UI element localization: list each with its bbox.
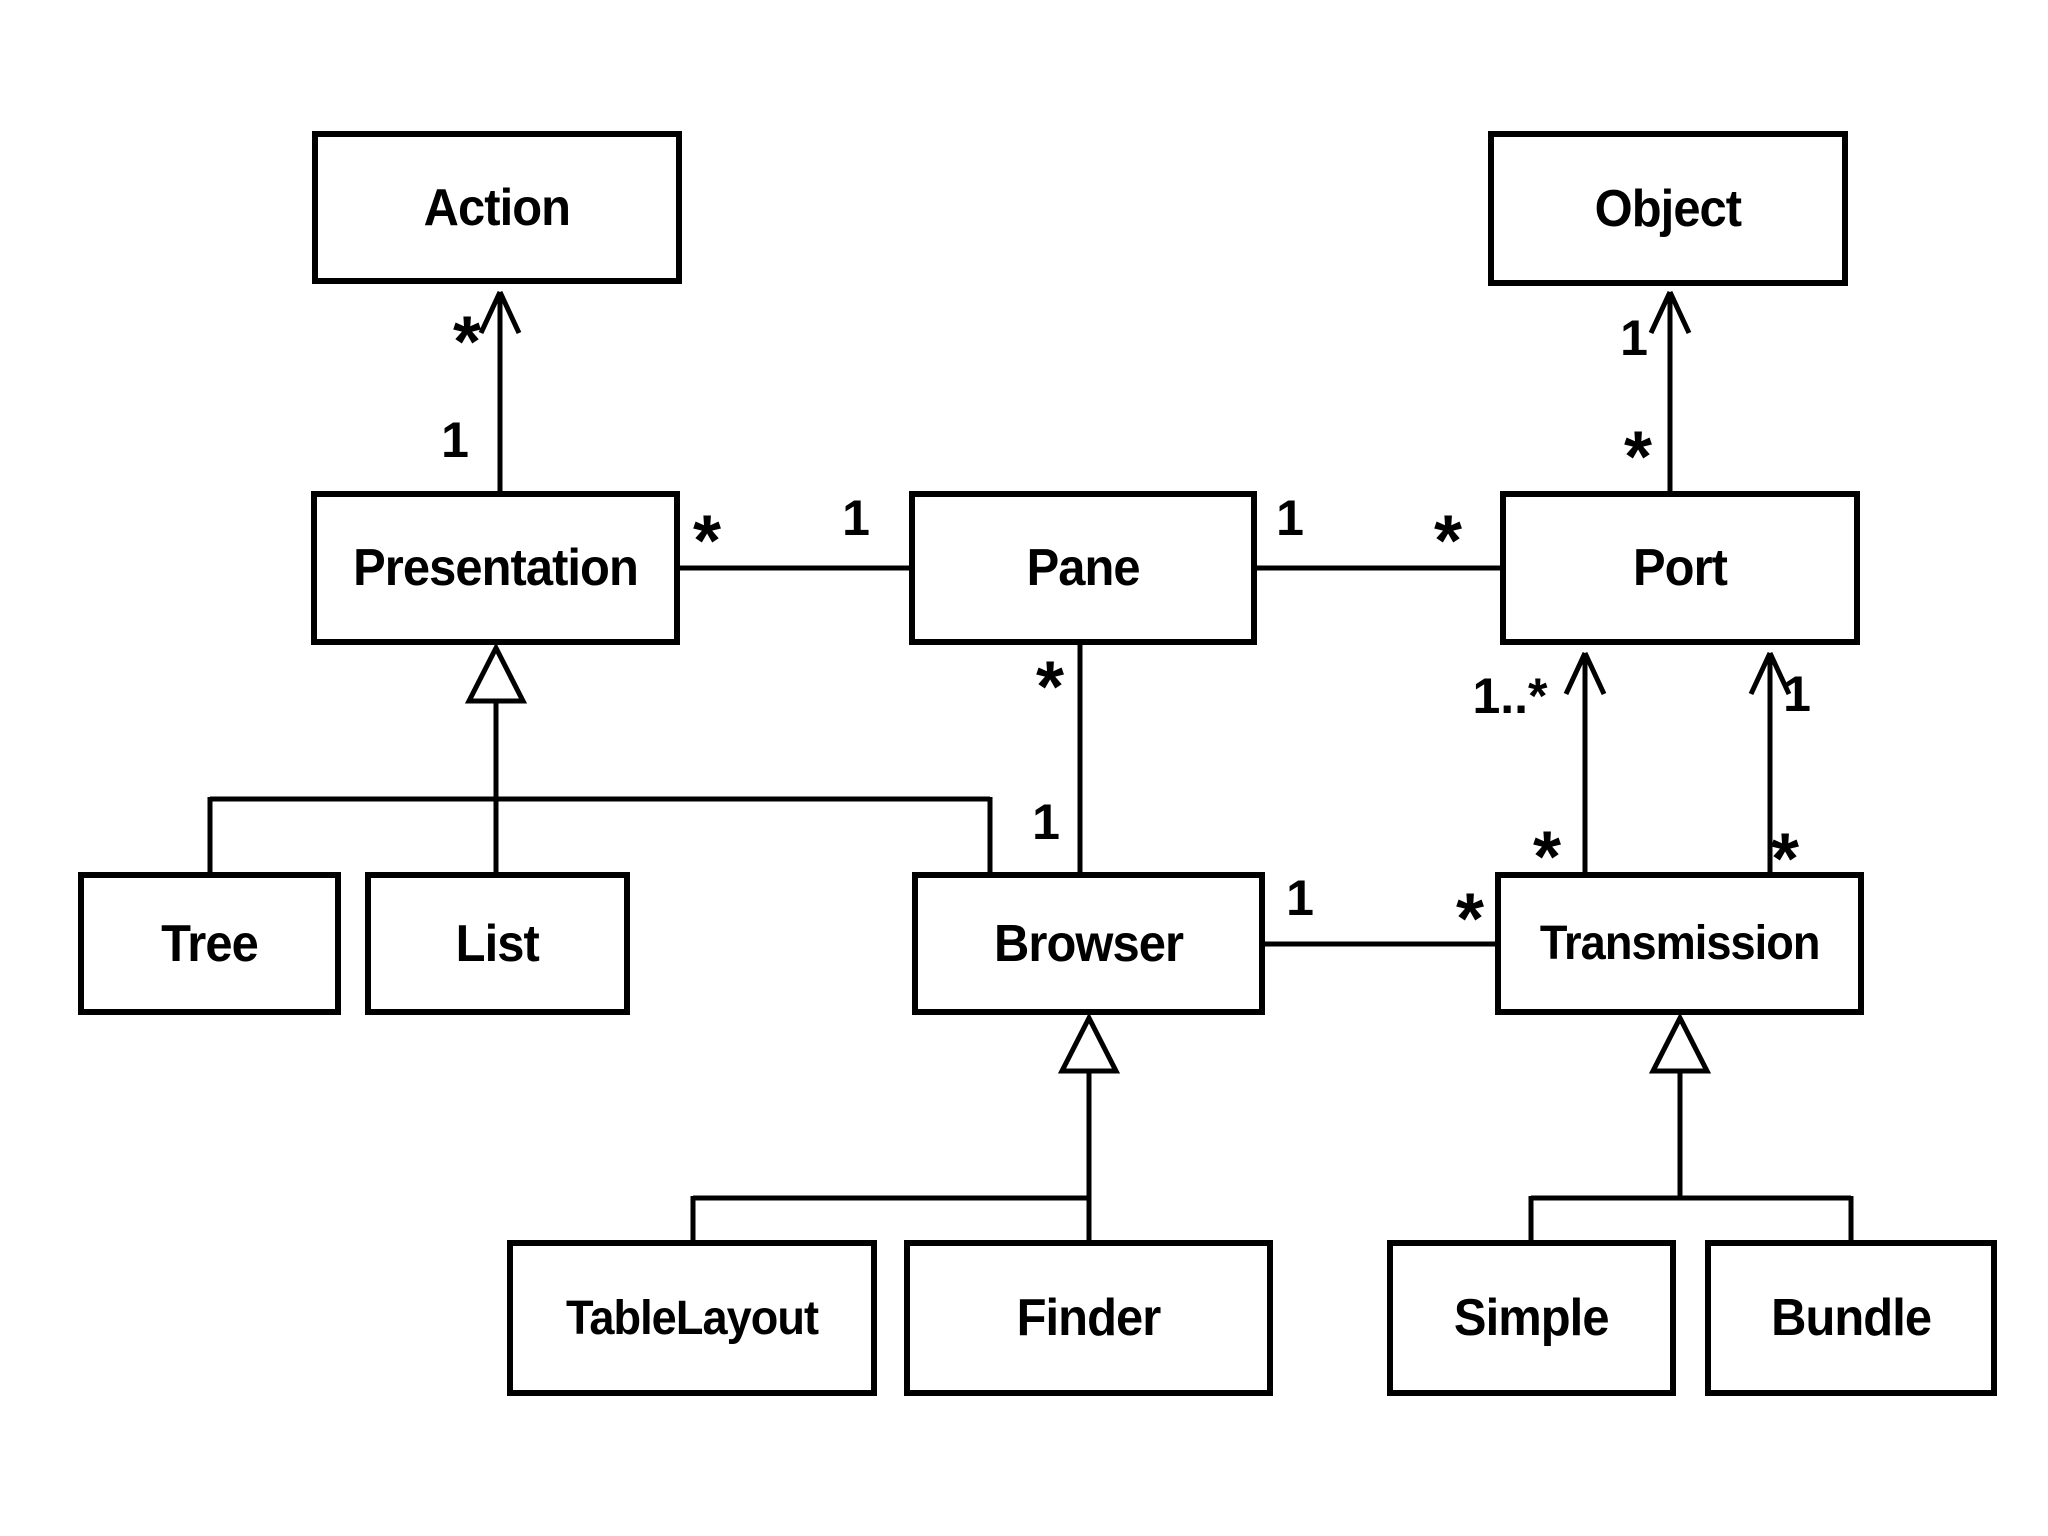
class-simple: Simple [1387, 1240, 1676, 1396]
mult-browser-pane-near-pane: * [1035, 647, 1065, 728]
class-port: Port [1500, 491, 1860, 645]
generalization-lines-transmission [1528, 1071, 1854, 1240]
mult-port-object-near-port: * [1623, 417, 1653, 498]
mult-transmission-port-left-near-transmission: * [1532, 817, 1562, 898]
association-transmission-port-left [1563, 651, 1607, 872]
class-tree: Tree [78, 872, 341, 1015]
class-browser-label: Browser [993, 914, 1184, 973]
class-list-label: List [455, 914, 540, 973]
mult-pane-port-near-pane: 1 [1276, 490, 1304, 546]
mult-pane-port-near-port: * [1433, 501, 1463, 582]
class-transmission: Transmission [1495, 872, 1864, 1015]
class-finder: Finder [904, 1240, 1273, 1396]
generalization-triangle-transmission [1648, 1012, 1712, 1074]
generalization-lines-presentation [207, 701, 993, 872]
class-tablelayout: TableLayout [507, 1240, 877, 1396]
mult-transmission-port-right-near-transmission: * [1770, 819, 1800, 900]
class-pane: Pane [909, 491, 1257, 645]
mult-port-object-near-object: 1 [1620, 310, 1648, 366]
class-tree-label: Tree [161, 914, 259, 973]
class-bundle-label: Bundle [1770, 1289, 1932, 1347]
mult-presentation-action-near-action: * [452, 302, 482, 383]
class-transmission-label: Transmission [1539, 917, 1821, 970]
mult-presentation-action-near-presentation: 1 [441, 412, 469, 468]
mult-browser-pane-near-browser: 1 [1032, 794, 1060, 850]
mult-presentation-pane-near-presentation: * [692, 501, 722, 582]
class-browser: Browser [912, 872, 1265, 1015]
class-pane-label: Pane [1026, 539, 1140, 597]
mult-presentation-pane-near-pane: 1 [842, 490, 870, 546]
class-tablelayout-label: TableLayout [565, 1291, 819, 1345]
mult-transmission-port-right-near-port: 1 [1783, 666, 1811, 722]
generalization-triangle-presentation [464, 642, 528, 704]
mult-browser-transmission-near-transmission: * [1455, 879, 1485, 960]
class-presentation-label: Presentation [353, 539, 639, 597]
class-action-label: Action [423, 178, 571, 237]
class-simple-label: Simple [1454, 1289, 1610, 1347]
class-bundle: Bundle [1705, 1240, 1997, 1396]
class-port-label: Port [1633, 539, 1728, 597]
class-list: List [365, 872, 630, 1015]
generalization-lines-browser [690, 1071, 1092, 1240]
generalization-triangle-browser [1057, 1012, 1121, 1074]
mult-browser-transmission-near-browser: 1 [1286, 870, 1314, 926]
association-presentation-action [478, 290, 522, 491]
mult-transmission-port-left-near-port: 1..* [1472, 668, 1548, 724]
class-object: Object [1488, 131, 1848, 286]
class-action: Action [312, 131, 682, 284]
class-object-label: Object [1594, 179, 1742, 238]
class-presentation: Presentation [311, 491, 680, 645]
class-finder-label: Finder [1016, 1289, 1162, 1347]
association-port-object [1648, 290, 1692, 491]
